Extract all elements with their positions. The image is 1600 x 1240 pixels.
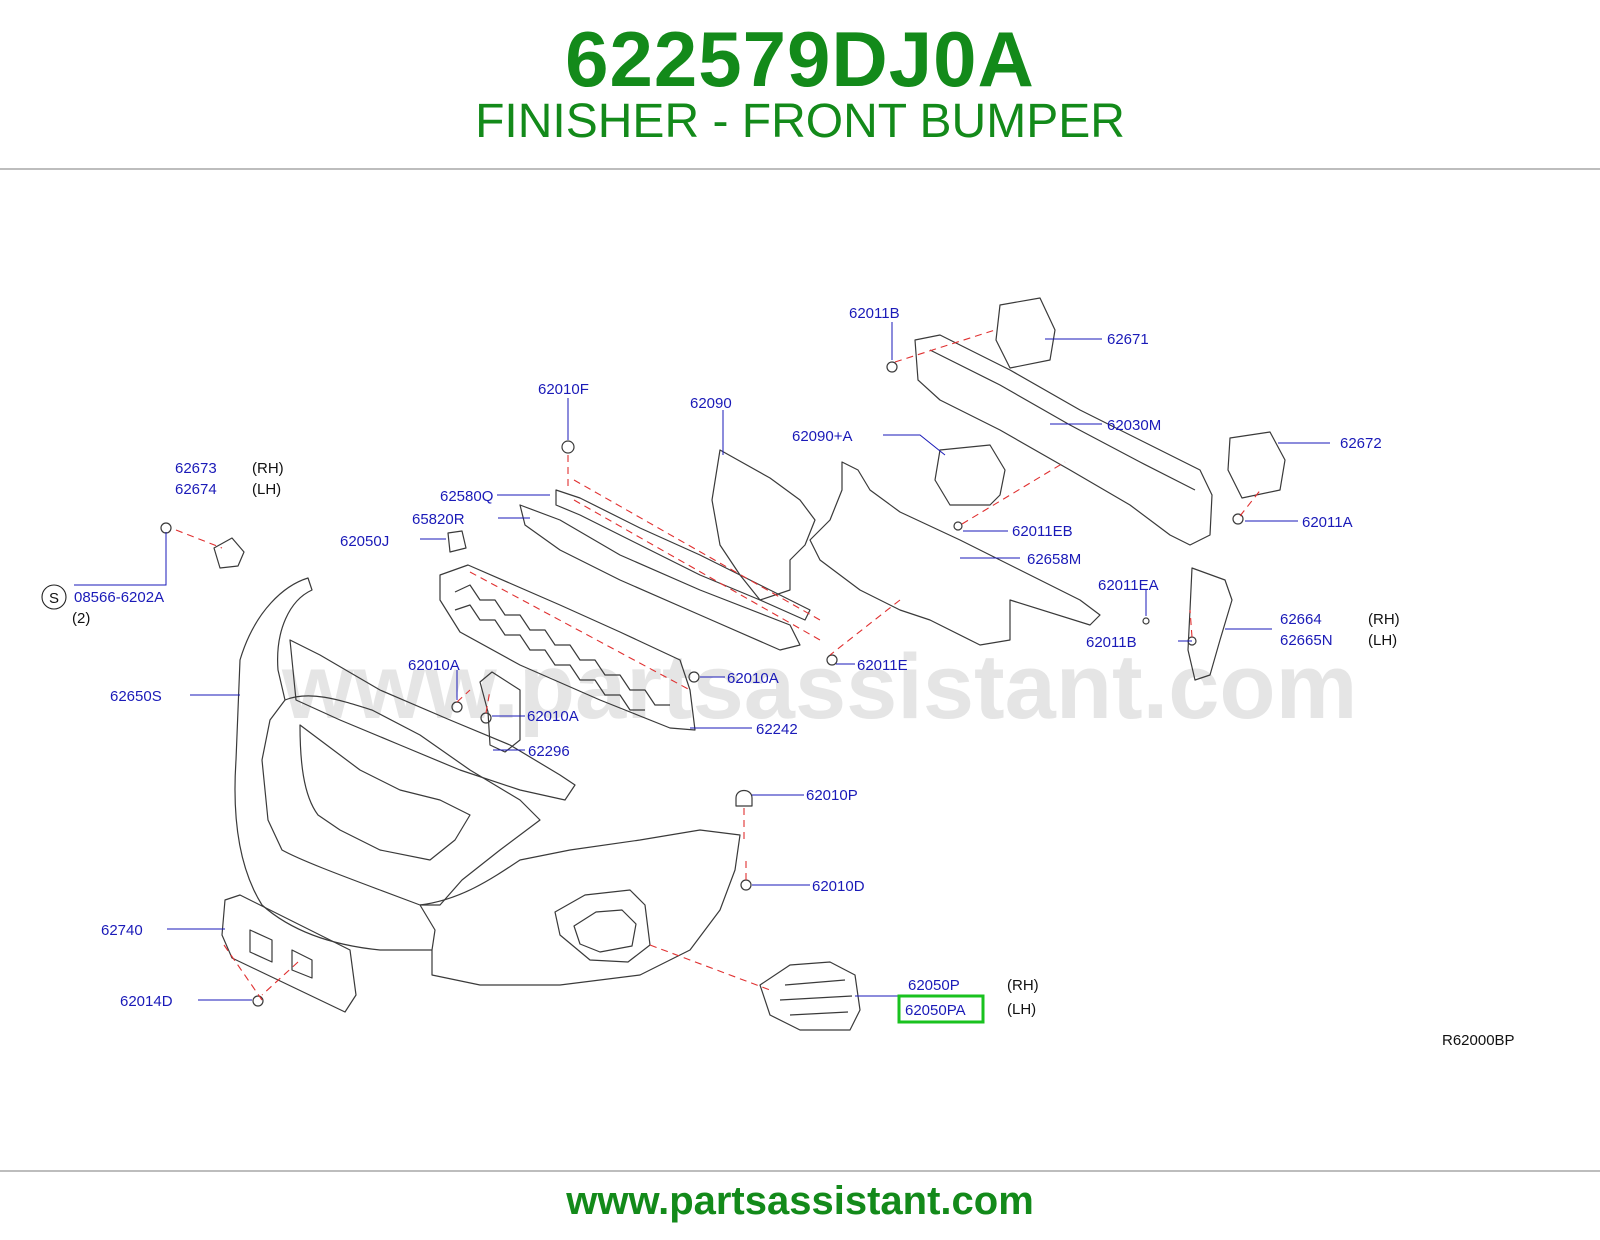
callout-65820R[interactable]: 65820R [412,511,465,528]
footer-url-link[interactable]: www.partsassistant.com [566,1179,1034,1223]
screw-62014D-icon [252,995,264,1007]
clip-62011E-icon [826,654,838,666]
air-guide-62090-shape [711,449,816,601]
callout-62740[interactable]: 62740 [101,922,143,939]
leader-lines [74,322,1330,1001]
nut-62011B-top-icon [886,361,898,373]
clip-62010D-icon [740,879,752,891]
callout-62658M[interactable]: 62658M [1027,551,1081,568]
callout-62580Q[interactable]: 62580Q [440,488,493,505]
callout-62650S[interactable]: 62650S [110,688,162,705]
side-bracket-62664-shape [1187,567,1233,681]
diagram-code: R62000BP [1442,1032,1515,1049]
crash-box-62672-shape [1227,431,1286,499]
callout-62010A-mid[interactable]: 62010A [727,670,779,687]
callout-62050J[interactable]: 62050J [340,533,389,550]
callout-62010A-low[interactable]: 62010A [527,708,579,725]
part-number-title: 622579DJ0A [565,15,1035,103]
watermark-text: www.partsassistant.com [281,636,1357,738]
callout-62011B-top[interactable]: 62011B [849,305,900,322]
callout-labels: 62011B 62671 62010F 62090 62030M 62090+A… [41,305,1515,1049]
callout-62010A-left[interactable]: 62010A [408,657,460,674]
callout-62011A[interactable]: 62011A [1302,514,1353,531]
clip-62011EA-icon [1142,617,1150,625]
callout-62296[interactable]: 62296 [528,743,570,760]
callout-62010D[interactable]: 62010D [812,878,865,895]
side-rh-62050P: (RH) [1007,977,1039,994]
bracket-62673-shape [213,537,245,569]
side-lh-62050PA: (LH) [1007,1001,1036,1018]
finisher-strip-62580Q-shape [519,504,801,651]
callout-62011E[interactable]: 62011E [857,657,908,674]
page-header: 622579DJ0A FINISHER - FRONT BUMPER [0,0,1600,170]
bumper-fascia-shape [234,577,741,986]
callout-62090[interactable]: 62090 [690,395,732,412]
callout-62242[interactable]: 62242 [756,721,798,738]
bolt-62011A-icon [1232,513,1244,525]
callout-62050PA[interactable]: 62050PA [905,1002,966,1019]
footer-divider [0,1170,1600,1172]
clip-62010A-mid-icon [688,671,700,683]
bracket-62296-shape [479,671,521,753]
standard-part-mark-icon [41,584,67,610]
side-rh-62664: (RH) [1368,611,1400,628]
under-shield-62658M-shape [809,461,1101,646]
callout-62672[interactable]: 62672 [1340,435,1382,452]
clip-62010F-icon [561,440,575,454]
callout-62665N[interactable]: 62665N [1280,632,1333,649]
bolt-62011EB-icon [953,521,963,531]
quantity-08566: (2) [72,610,90,627]
side-rh-62673: (RH) [252,460,284,477]
header-divider [0,168,1600,170]
reinforcement-62030M-shape [914,334,1213,546]
side-lh-62665N: (LH) [1368,632,1397,649]
callout-62673[interactable]: 62673 [175,460,217,477]
callout-62050P[interactable]: 62050P [908,977,960,994]
standard-part-mark-letter: S [49,590,59,607]
fog-finisher-62050P-shape [759,961,861,1031]
callout-08566-6202A[interactable]: 08566-6202A [74,589,164,606]
license-bracket-62740-shape [221,894,357,1013]
callout-62010F[interactable]: 62010F [538,381,589,398]
callout-62674[interactable]: 62674 [175,481,217,498]
callout-62011EB[interactable]: 62011EB [1012,523,1073,540]
callout-62090A[interactable]: 62090+A [792,428,852,445]
grille-62242-shape [439,564,696,731]
license-bracket-slots [249,929,313,979]
upper-strip-shape [555,489,811,621]
callout-62030M[interactable]: 62030M [1107,417,1161,434]
clip-62050J-shape [447,530,467,553]
duct-62090A-shape [934,444,1006,506]
callout-62011B-mid[interactable]: 62011B [1086,634,1137,651]
callout-62664[interactable]: 62664 [1280,611,1322,628]
highlight-box-62050PA [897,994,985,1024]
assembly-dashed-lines [175,329,1263,1001]
cap-62010P-icon [735,789,753,807]
callout-62671[interactable]: 62671 [1107,331,1149,348]
part-description: FINISHER - FRONT BUMPER [475,95,1125,148]
callout-62011EA[interactable]: 62011EA [1098,577,1159,594]
crash-box-62671-shape [995,297,1056,369]
callout-62010P[interactable]: 62010P [806,787,858,804]
bolt-08566-icon [160,522,172,534]
callout-62014D[interactable]: 62014D [120,993,173,1010]
side-lh-62674: (LH) [252,481,281,498]
